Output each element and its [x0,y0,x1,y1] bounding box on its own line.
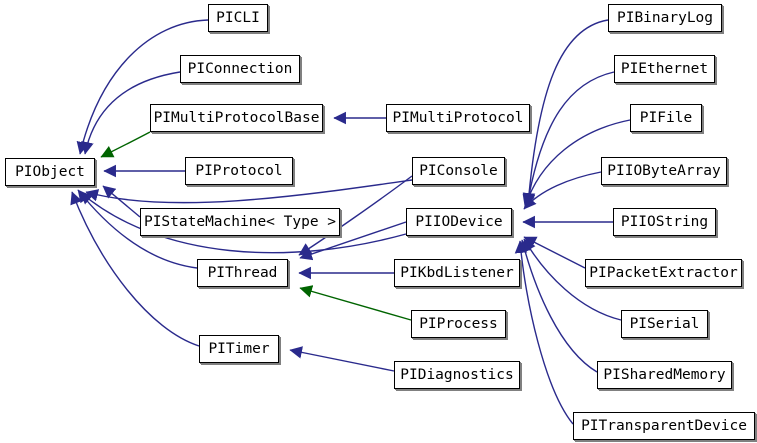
class-node-pithread[interactable]: PIThread [197,259,288,287]
edge-pidiagnostics-to-pitimer [289,346,395,372]
class-node-piconnection[interactable]: PIConnection [180,55,300,83]
edge-pibinarylog-to-piiodevice [522,19,609,206]
class-node-pibinarylog[interactable]: PIBinaryLog [608,4,722,32]
class-node-picli[interactable]: PICLI [208,4,268,32]
edge-pitimer-to-piobject [70,191,200,347]
class-node-piobject[interactable]: PIObject [5,158,95,186]
edge-pifile-to-piiodevice [522,119,631,208]
class-node-pistatemachine[interactable]: PIStateMachine< Type > [140,208,340,236]
class-node-pifile[interactable]: PIFile [630,104,702,132]
edge-piserial-to-piiodevice [523,238,622,321]
edge-piiodevice-to-piobject [79,191,407,254]
edge-piconsole-to-piobject [85,179,413,204]
class-node-piserial[interactable]: PISerial [621,310,708,338]
class-node-piiodevice[interactable]: PIIODevice [406,208,512,236]
edge-piconsole-to-pithread [298,175,413,256]
class-node-pitimer[interactable]: PITimer [199,335,279,363]
class-node-pisharedmemory[interactable]: PISharedMemory [597,361,732,389]
class-node-piethernet[interactable]: PIEthernet [614,55,715,83]
edge-piethernet-to-piiodevice [522,71,615,207]
edge-picli-to-piobject [76,19,209,155]
edge-pimultiprotocolbase-to-piobject [100,131,151,158]
class-node-piprotocol[interactable]: PIProtocol [185,157,293,185]
class-node-pidiagnostics[interactable]: PIDiagnostics [394,361,520,389]
class-node-piiostring[interactable]: PIIOString [613,208,716,236]
edge-pisharedmemory-to-piiodevice [518,239,598,373]
class-node-pipacketextractor[interactable]: PIPacketExtractor [585,259,742,287]
class-node-piiobytearray[interactable]: PIIOByteArray [601,157,727,185]
class-node-piconsole[interactable]: PIConsole [412,157,505,185]
edge-piiobytearray-to-piiodevice [523,171,602,210]
class-node-piprocess[interactable]: PIProcess [411,310,506,338]
edge-piprocess-to-pithread [299,285,412,321]
edge-pistatemachine-to-piobject [102,185,141,218]
class-node-pimultiprotocol[interactable]: PIMultiProtocol [386,104,530,132]
edge-piconnection-to-piobject [81,71,181,155]
class-node-pikbdlistener[interactable]: PIKbdListener [394,259,520,287]
class-node-pimultiprotocolbase[interactable]: PIMultiProtocolBase [150,104,323,132]
class-node-pitransparentdevice[interactable]: PITransparentDevice [573,412,755,440]
edge-piiodevice-to-pithread [299,221,407,261]
edge-pitransparentdevice-to-piiodevice [514,240,574,425]
